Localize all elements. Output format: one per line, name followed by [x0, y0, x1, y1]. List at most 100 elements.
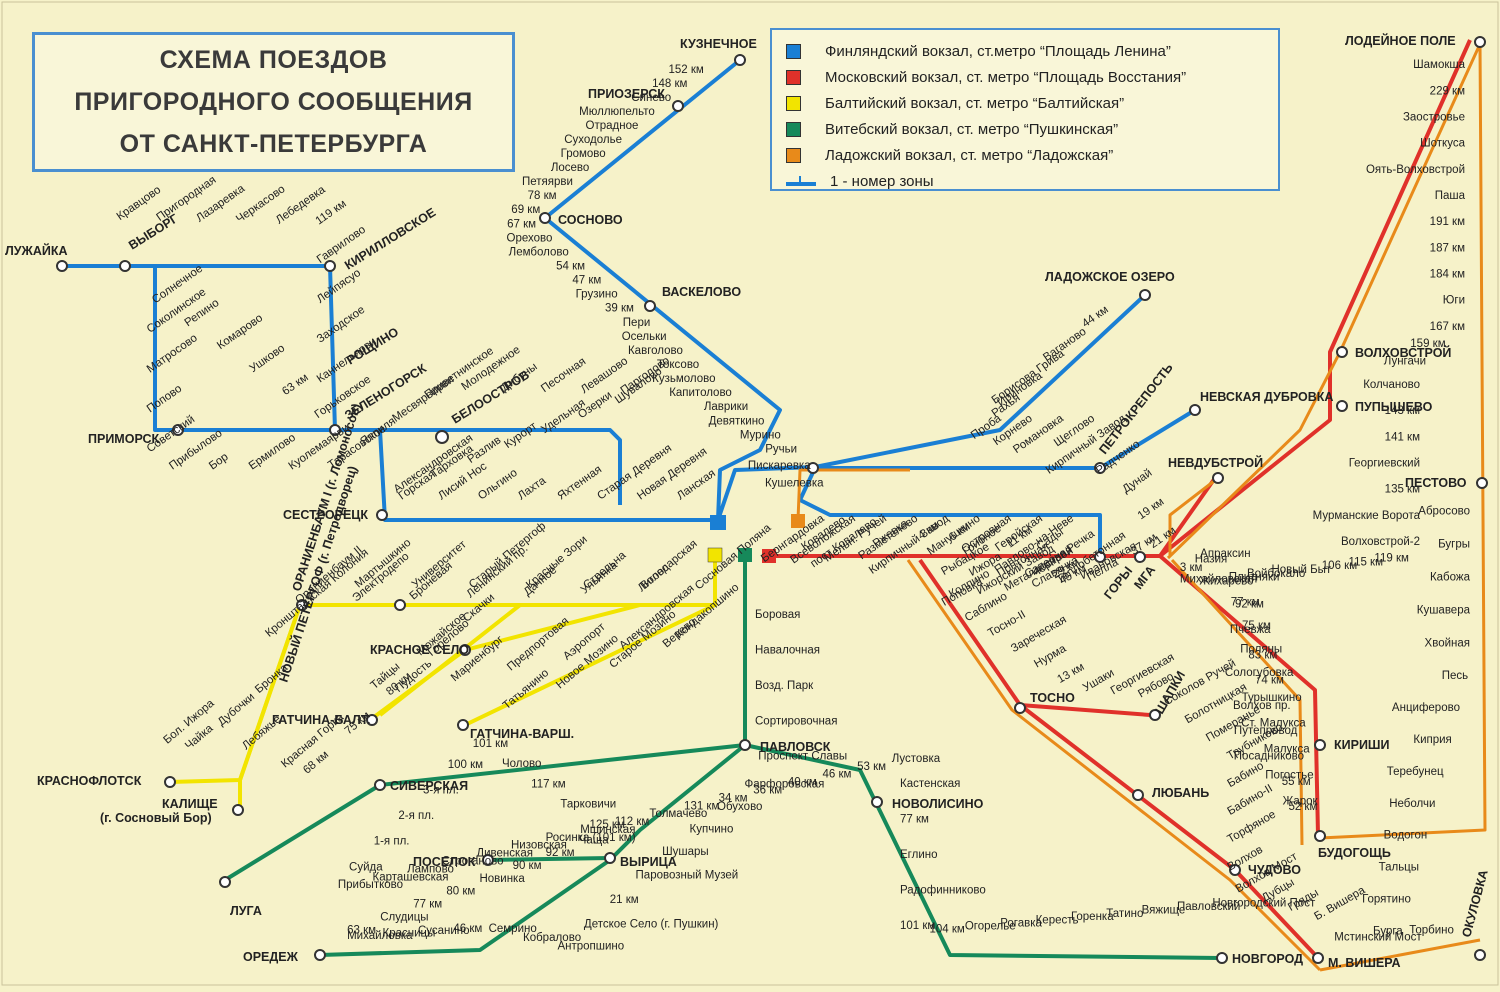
station-label: Отрадное: [586, 120, 639, 132]
station-label: 104 км: [929, 924, 964, 936]
station-label: Суходолье: [564, 134, 622, 146]
station-label: Прибытково: [338, 879, 403, 891]
legend-label: Ладожский вокзал, ст. метро “Ладожская”: [825, 146, 1114, 164]
station-label: Оять-Волховстрой: [1366, 164, 1465, 176]
legend-item-ladoga: Ладожский вокзал, ст. метро “Ладожская”: [786, 142, 1264, 168]
station-label: Антропшино: [557, 940, 624, 952]
finland-lines: [62, 58, 1197, 555]
station-label: 92 км: [1235, 599, 1264, 611]
station-label: Лампово: [407, 863, 454, 875]
station-label: Дивенская: [476, 848, 533, 860]
vitebsk-lines: [223, 560, 1221, 960]
station-label: Детское Село (г. Пушкин): [584, 918, 719, 930]
station-label: Мурманские Ворота: [1313, 510, 1421, 522]
station-label: Красницы: [383, 927, 436, 939]
station-label: 119 км: [314, 198, 349, 228]
station-label: 184 км: [1430, 268, 1465, 280]
station-label: 80 км: [446, 886, 475, 898]
legend-label: Балтийский вокзал, ст. метро “Балтийская…: [825, 94, 1125, 112]
zone-marker-icon: [786, 174, 816, 188]
legend-item-moscow: Московский вокзал, ст. метро “Площадь Во…: [786, 64, 1264, 90]
station-label: 63 км: [280, 371, 311, 397]
station-label: Посадниково: [1234, 750, 1304, 762]
station-label: 54 км: [556, 260, 585, 272]
station-label: Кузьмолово: [652, 373, 715, 385]
station-label: Сортировочная: [755, 715, 837, 727]
legend-item-finland: Финляндский вокзал, ст.метро “Площадь Ле…: [786, 38, 1264, 64]
baltic-lines: [169, 560, 717, 808]
station-label: Войбокало: [1247, 568, 1305, 580]
station-label: Павловский: [1177, 901, 1240, 913]
legend-swatch-orange: [786, 147, 801, 163]
station-label: Лахта: [516, 474, 549, 502]
station-label: Низовская: [511, 840, 567, 852]
station-label: 52 км: [1288, 801, 1317, 813]
station-label: Ленинский пр.: [465, 543, 531, 601]
legend-item-baltic: Балтийский вокзал, ст. метро “Балтийская…: [786, 90, 1264, 116]
station-label-pupyshevo: ПУПЫШЕВО: [1355, 400, 1433, 414]
station-label-lyuban: ЛЮБАНЬ: [1152, 786, 1209, 800]
station-label: Пери: [623, 317, 650, 329]
station-label: Теребунец: [1387, 766, 1444, 778]
station-label: 101 км: [473, 738, 508, 750]
station-label: 39 км: [605, 303, 634, 315]
station-label: Слудицы: [380, 911, 428, 923]
station-label: 13 км: [1055, 661, 1086, 686]
station-label: Лунгачи: [1384, 356, 1426, 368]
station-label: Синево: [631, 92, 671, 104]
moscow-terminal: [762, 549, 776, 563]
station-label: Кавголово: [628, 345, 683, 357]
station-label: 229 км: [1430, 85, 1465, 97]
station-label-lodeynoe-pole: ЛОДЕЙНОЕ ПОЛЕ: [1345, 33, 1456, 48]
station-label: 77 км: [413, 899, 442, 911]
station-label: Заостровье: [1403, 111, 1465, 123]
station-label: 36 км: [753, 784, 782, 796]
station-label: Чаща: [579, 834, 610, 846]
station-label: Курорт: [502, 420, 539, 451]
station-label: Рогавка: [1000, 918, 1042, 930]
station-label-gatchina-balt: ГАТЧИНА-БАЛТ.: [272, 713, 370, 727]
station-label: 63 км: [347, 924, 376, 936]
station-label: Кересть: [1036, 915, 1079, 927]
station-label-chudovo: ЧУДОВО: [1248, 863, 1301, 877]
station-label: Семрино: [489, 923, 537, 935]
legend-label: Витебский вокзал, ст. метро “Пушкинская”: [825, 120, 1119, 138]
station-label: Предпортовая: [505, 615, 571, 673]
legend-label: Финляндский вокзал, ст.метро “Площадь Ле…: [825, 42, 1171, 60]
station-label-sestroretsk: СЕСТРОРЕЦК: [283, 508, 368, 522]
station-label-budogosch: БУДОГОЩЬ: [1318, 846, 1391, 860]
station-label: 77 км: [900, 814, 929, 826]
station-label: Толмачево: [649, 808, 707, 820]
station-label: Орехово: [507, 232, 553, 244]
station-label-okulovka: ОКУЛОВКА: [1459, 868, 1490, 938]
station-label-novolisino: НОВОЛИСИНО: [892, 797, 984, 811]
station-label: 78 км: [528, 190, 557, 202]
station-label: Волховстрой-2: [1341, 536, 1420, 548]
station-label: Бурга: [1373, 926, 1403, 938]
title-line-1: СХЕМА ПОЕЗДОВ: [159, 46, 388, 74]
station-label-kirishi: КИРИШИ: [1334, 738, 1389, 752]
station-label: Бор: [207, 451, 231, 472]
station-label: Кобралово: [523, 932, 581, 944]
station-label: Волхов пр.: [1233, 700, 1291, 712]
station-label: Шушары: [662, 846, 709, 858]
station-label: Еглино: [900, 849, 938, 861]
map-title: СХЕМА ПОЕЗДОВ ПРИГОРОДНОГО СООБЩЕНИЯ ОТ …: [32, 32, 515, 172]
station-label-krasnoe-selo: КРАСНОЕ СЕЛО: [370, 643, 469, 657]
station-label: 53 км: [857, 761, 886, 773]
station-label: Заходское: [315, 304, 367, 346]
station-label: Кабожа: [1430, 571, 1471, 583]
station-label: Шоткуса: [1420, 138, 1465, 150]
legend-item-zone: 1 - номер зоны: [786, 168, 1264, 194]
station-label-m-vishera: М. ВИШЕРА: [1328, 956, 1401, 970]
station-label: 34 км: [719, 792, 748, 804]
station-label: Песь: [1442, 670, 1468, 682]
station-label-ladoga-lake: ЛАДОЖСКОЕ ОЗЕРО: [1045, 270, 1175, 284]
station-label-vaskelovo: ВАСКЕЛОВО: [662, 285, 741, 299]
station-label: Ульянка: [579, 559, 620, 597]
station-label: Бугры: [1438, 538, 1470, 550]
station-label: Лигово: [636, 562, 672, 595]
station-label: Купчино: [690, 824, 734, 836]
station-label: Апраксин: [1200, 548, 1250, 560]
